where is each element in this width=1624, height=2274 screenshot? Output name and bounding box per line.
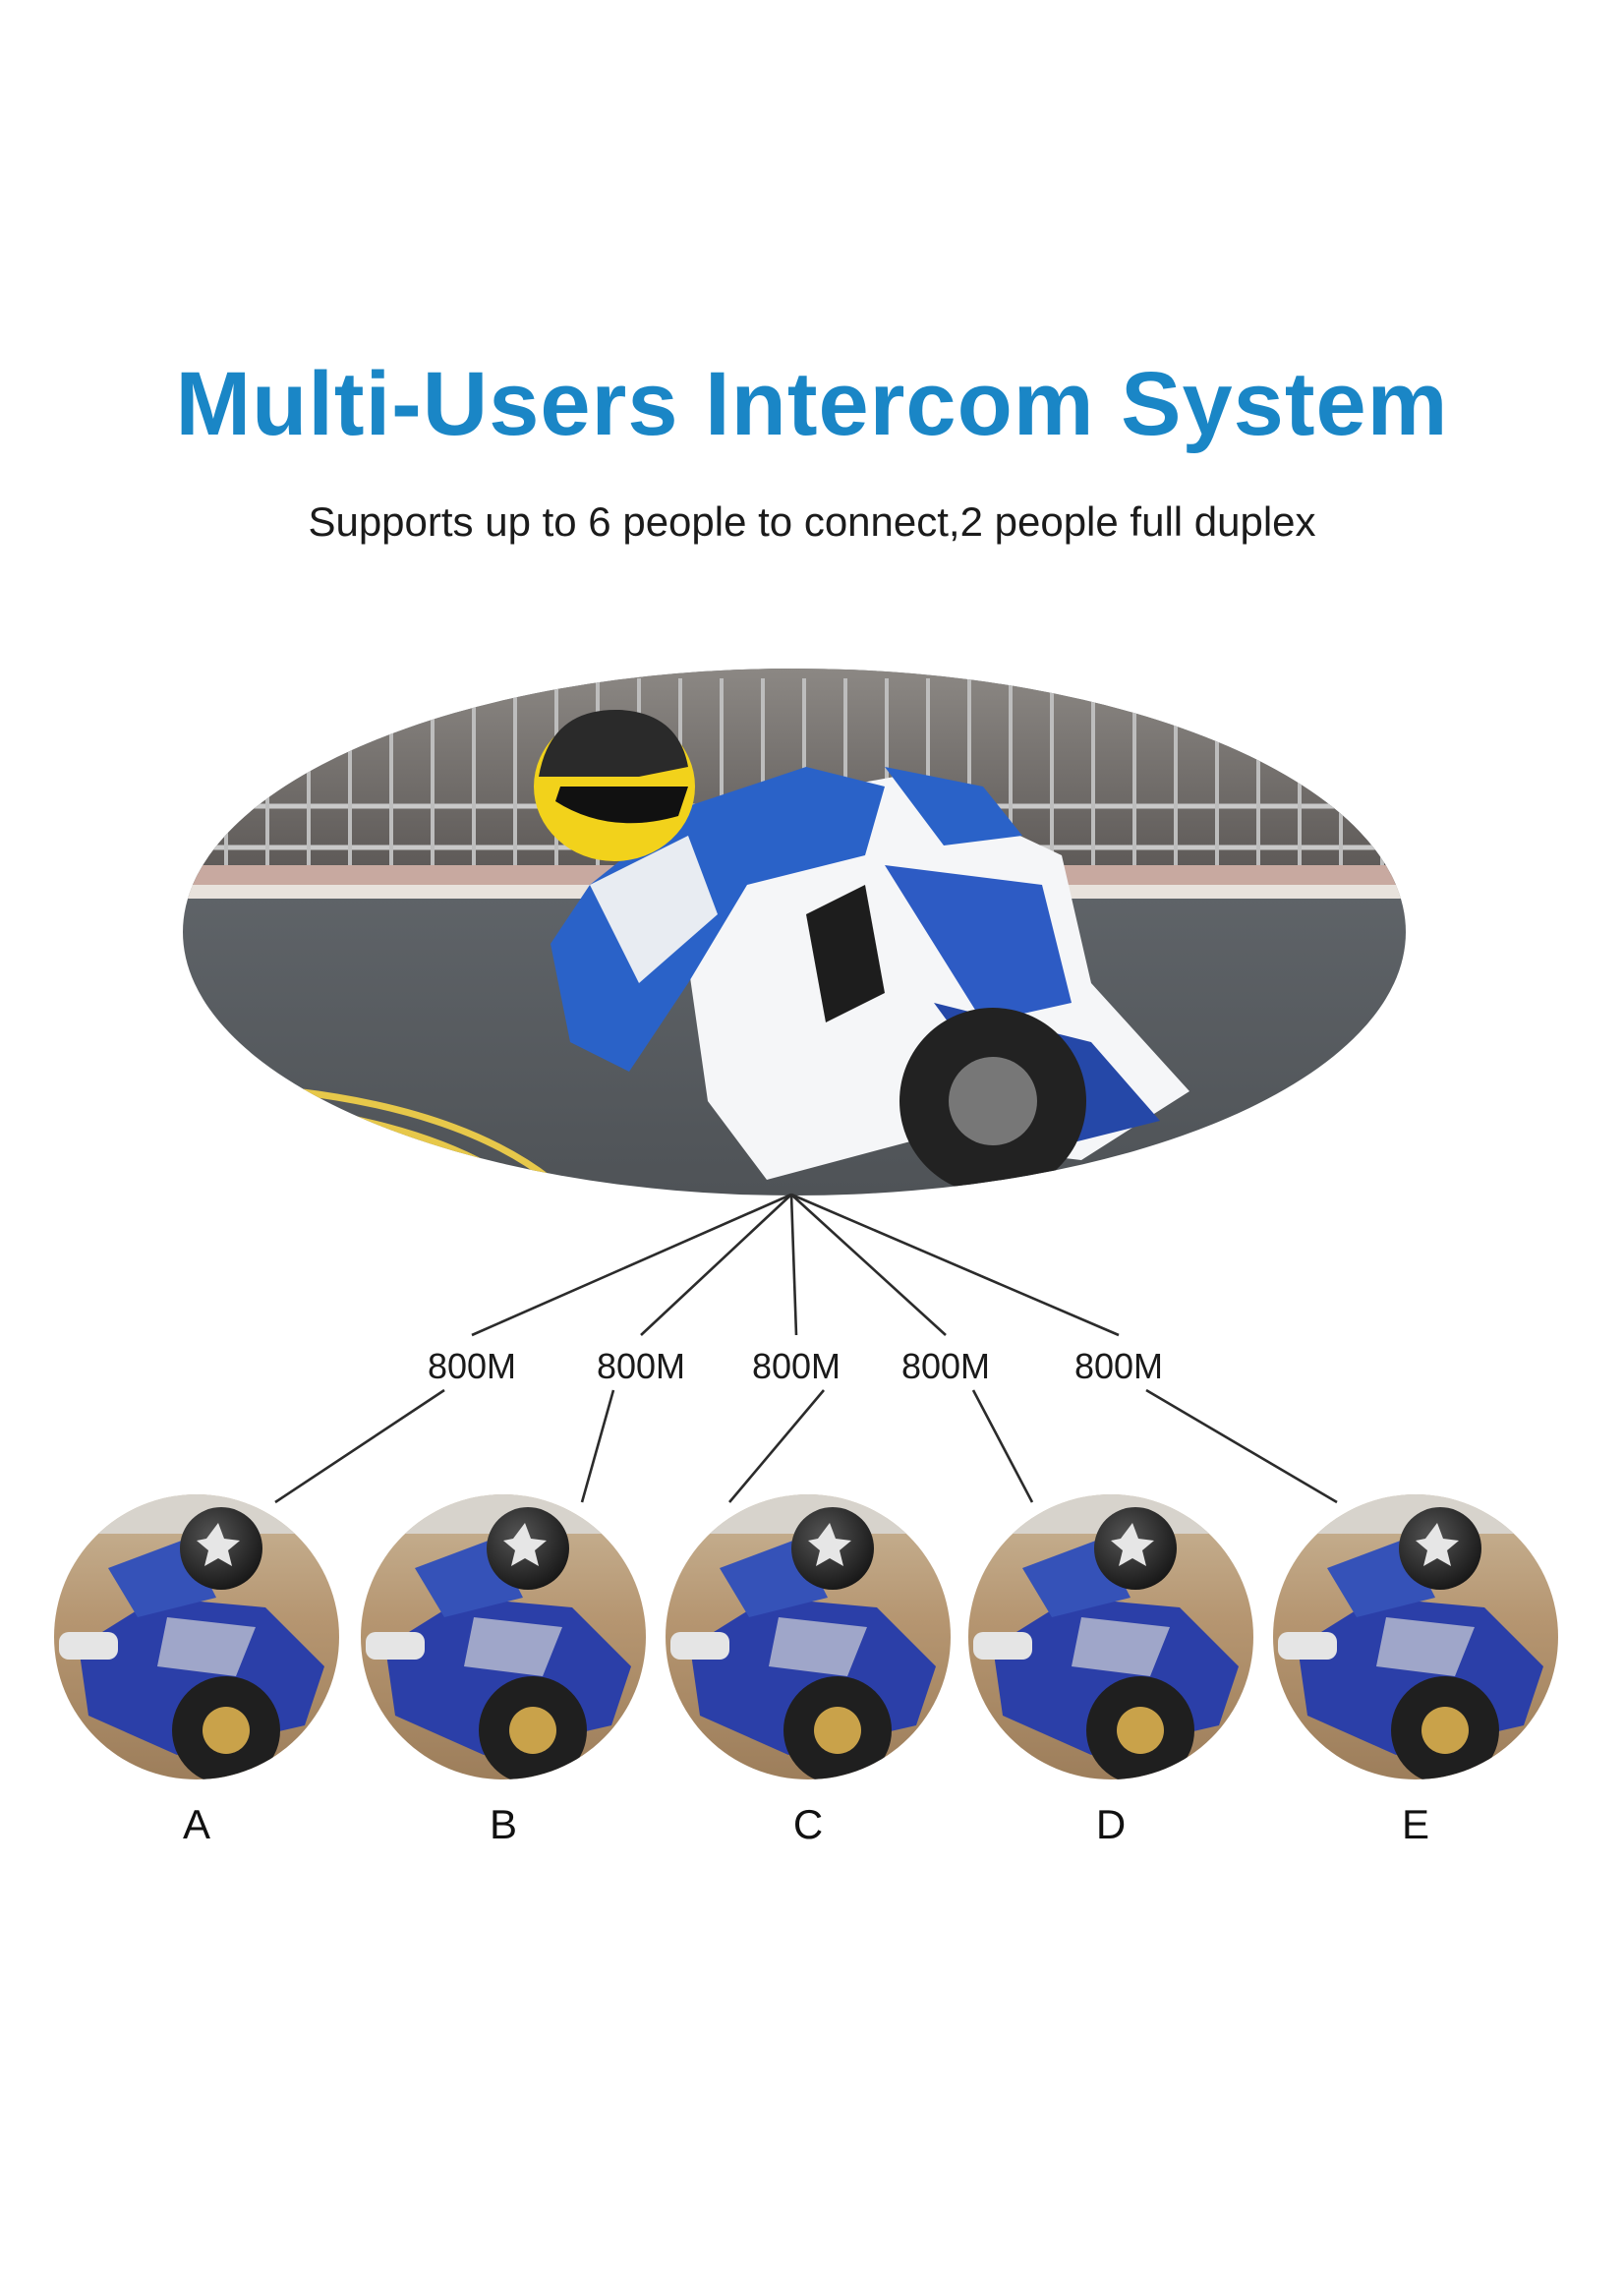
page-subtitle: Supports up to 6 people to connect,2 peo… bbox=[308, 498, 1316, 545]
link-upper-a bbox=[471, 1193, 792, 1337]
link-lower-d bbox=[971, 1389, 1034, 1503]
link-lower-c bbox=[728, 1389, 825, 1503]
rider-label-a: A bbox=[182, 1801, 211, 1847]
link-upper-c bbox=[789, 1194, 798, 1336]
rider-node-e bbox=[1273, 1494, 1558, 1779]
rider-node-a bbox=[54, 1494, 339, 1779]
link-upper-b bbox=[640, 1194, 792, 1336]
link-lower-b bbox=[580, 1389, 615, 1503]
distance-label-a: 800M bbox=[427, 1346, 517, 1386]
distance-label-e: 800M bbox=[1073, 1346, 1164, 1386]
rider-node-b bbox=[361, 1494, 646, 1779]
connection-lines bbox=[274, 1193, 1338, 1504]
rider-label-d: D bbox=[1095, 1801, 1127, 1847]
distance-label-d: 800M bbox=[900, 1346, 991, 1386]
distance-label-b: 800M bbox=[596, 1346, 686, 1386]
distance-label-c: 800M bbox=[751, 1346, 841, 1386]
link-upper-d bbox=[790, 1194, 947, 1336]
link-lower-e bbox=[1145, 1388, 1338, 1504]
main-rider-image bbox=[183, 669, 1406, 1195]
rider-node-c bbox=[666, 1494, 951, 1779]
rider-nodes bbox=[54, 1494, 1558, 1779]
rider-label-e: E bbox=[1401, 1801, 1430, 1847]
rider-node-d bbox=[968, 1494, 1253, 1779]
link-lower-a bbox=[274, 1388, 445, 1504]
rider-label-b: B bbox=[489, 1801, 518, 1847]
rider-label-c: C bbox=[792, 1801, 824, 1847]
page-title: Multi-Users Intercom System bbox=[175, 354, 1449, 454]
link-upper-e bbox=[790, 1193, 1120, 1337]
